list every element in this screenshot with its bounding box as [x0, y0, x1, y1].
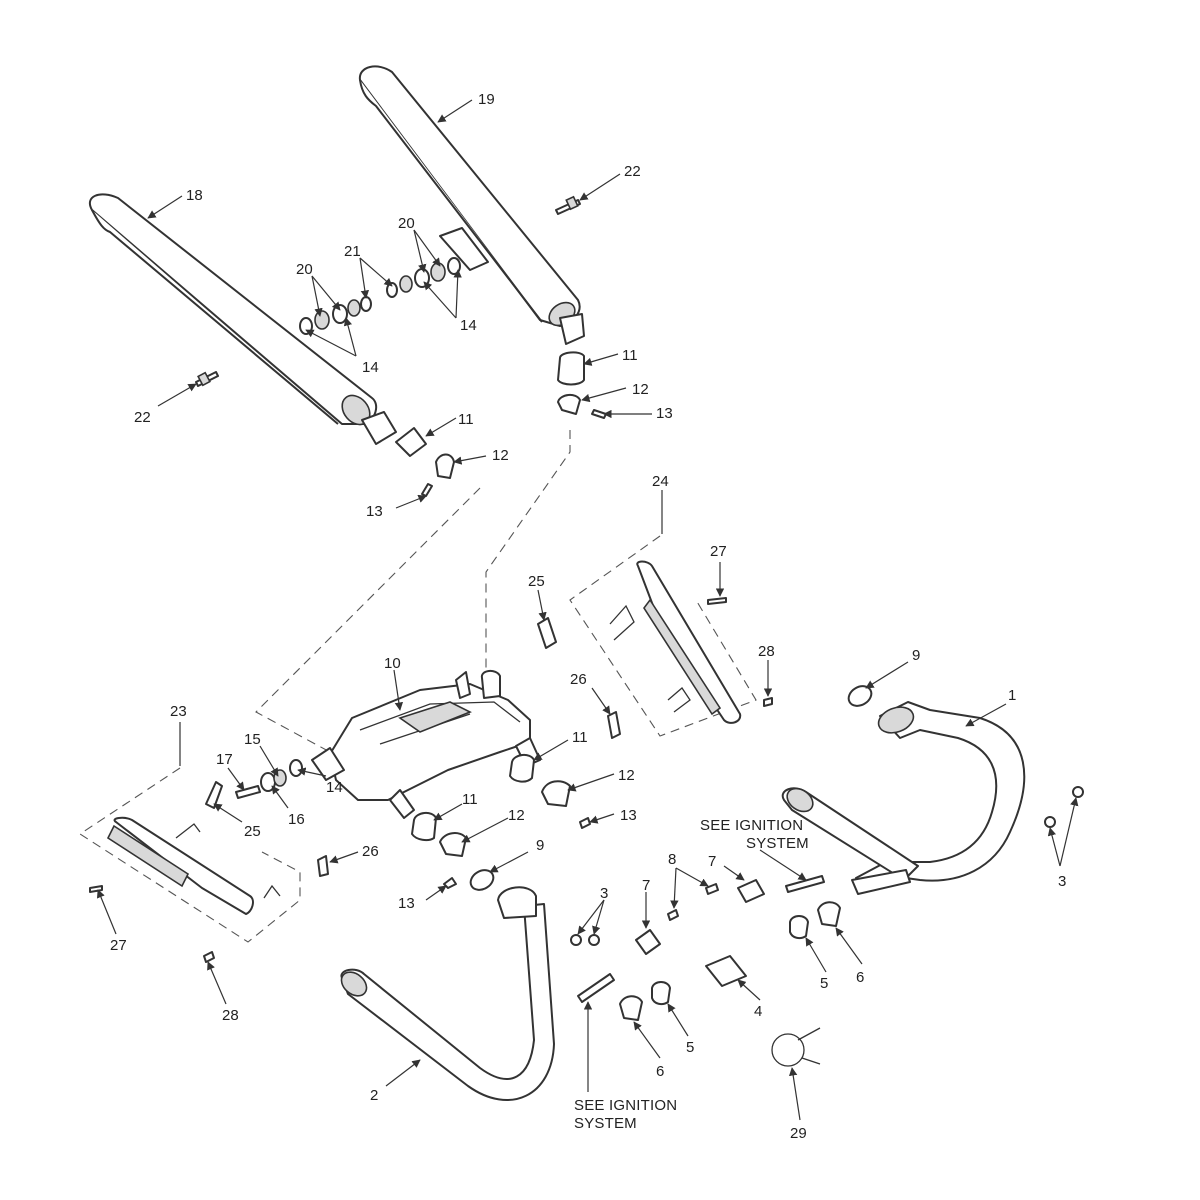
callout-21: 21 [344, 243, 361, 260]
callout-8: 8 [668, 851, 676, 868]
leader-lines [96, 99, 1079, 1121]
callout-15: 15 [244, 731, 261, 748]
callout-24: 24 [652, 473, 669, 490]
callout-29: 29 [790, 1125, 807, 1142]
callout-6-left: 6 [656, 1063, 664, 1080]
callout-17: 17 [216, 751, 233, 768]
right-silencer [358, 65, 585, 345]
spring-clip [771, 1027, 821, 1067]
right-heat-shield [569, 535, 757, 737]
callout-13-b: 13 [366, 503, 383, 520]
callout-11-a: 11 [622, 347, 638, 364]
callout-23: 23 [170, 703, 187, 720]
callout-14-a: 14 [362, 359, 379, 376]
callout-20-a: 20 [296, 261, 313, 278]
front-header-pipe [781, 701, 1026, 895]
callout-14-c: 14 [326, 779, 343, 796]
callout-10: 10 [384, 655, 401, 672]
silencer-bolts [195, 195, 581, 387]
left-gasket [469, 869, 495, 891]
callout-11-b: 11 [458, 411, 474, 428]
callout-4: 4 [754, 1003, 762, 1020]
callout-13-d: 13 [398, 895, 415, 912]
center-small-parts [619, 879, 841, 1021]
callout-5-right: 5 [820, 975, 828, 992]
callout-11-d: 11 [462, 791, 478, 808]
callout-27-left: 27 [110, 937, 127, 954]
see-ignition-note-bottom-line2: SYSTEM [574, 1115, 637, 1132]
callout-9-left: 9 [536, 837, 544, 854]
callout-3-left: 3 [600, 885, 608, 902]
callout-7-right: 7 [708, 853, 716, 870]
silencer-sleeves-and-clamps [395, 351, 607, 497]
left-nuts [570, 934, 600, 946]
callout-1: 1 [1008, 687, 1016, 704]
callout-14-b: 14 [460, 317, 477, 334]
callout-3-right: 3 [1058, 873, 1066, 890]
right-nuts [1044, 786, 1084, 828]
callout-26-right: 26 [570, 671, 587, 688]
callout-22-right: 22 [624, 163, 641, 180]
callout-25-right: 25 [528, 573, 545, 590]
callout-12-d: 12 [508, 807, 525, 824]
callout-9-right: 9 [912, 647, 920, 664]
see-ignition-note-top-line1: SEE IGNITION [700, 817, 803, 834]
alignment-line-right [485, 430, 571, 676]
see-ignition-note-top-line2: SYSTEM [746, 835, 809, 852]
callout-16: 16 [288, 811, 305, 828]
rear-header-pipe [340, 886, 555, 1102]
callout-12-c: 12 [618, 767, 635, 784]
callout-5-left: 5 [686, 1039, 694, 1056]
collector-mount-hardware [235, 759, 303, 799]
callout-7-left: 7 [642, 877, 650, 894]
collector-box [311, 670, 541, 819]
callout-6-right: 6 [856, 969, 864, 986]
callout-12-a: 12 [632, 381, 649, 398]
alignment-line-left [255, 487, 481, 753]
callout-13-c: 13 [620, 807, 637, 824]
callout-22-left: 22 [134, 409, 151, 426]
left-silencer [89, 193, 397, 445]
ignition-sensors [577, 875, 825, 1003]
callout-11-c: 11 [572, 729, 588, 746]
left-heat-shield [78, 767, 301, 943]
left-shield-screws [89, 885, 215, 963]
callout-2: 2 [370, 1087, 378, 1104]
callout-28-right: 28 [758, 643, 775, 660]
callout-labels: 1 2 3 3 4 5 5 6 6 7 7 8 9 9 10 11 11 11 … [110, 91, 1066, 1142]
left-shield-clips [205, 781, 329, 877]
callout-25-left: 25 [244, 823, 261, 840]
callout-19: 19 [478, 91, 495, 108]
callout-20-b: 20 [398, 215, 415, 232]
callout-28-left: 28 [222, 1007, 239, 1024]
callout-13-a: 13 [656, 405, 673, 422]
see-ignition-note-bottom-line1: SEE IGNITION [574, 1097, 677, 1114]
callout-27-right: 27 [710, 543, 727, 560]
callout-12-b: 12 [492, 447, 509, 464]
callout-26-left: 26 [362, 843, 379, 860]
callout-18: 18 [186, 187, 203, 204]
right-shield-screws [707, 597, 773, 707]
right-gasket [847, 685, 873, 707]
collector-sleeves-and-clamps [411, 754, 591, 889]
